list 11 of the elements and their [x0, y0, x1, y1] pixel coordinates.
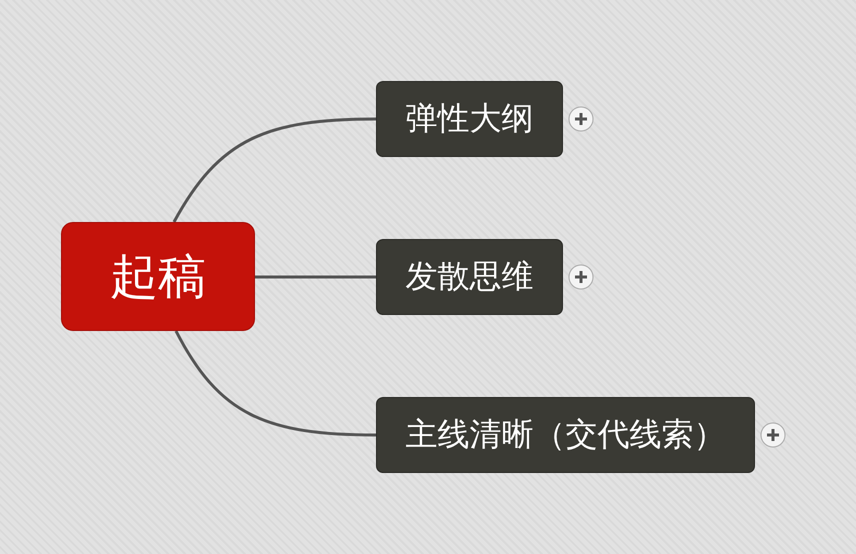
- topic-label: 弹性大纲: [406, 98, 534, 139]
- topic-label: 发散思维: [406, 256, 534, 297]
- topic-box: [376, 397, 755, 473]
- topic-box: [376, 81, 563, 157]
- topic-box: [376, 239, 563, 315]
- branch-line: [255, 276, 376, 278]
- branch-line: [172, 118, 376, 223]
- topic-label: 起稿: [110, 248, 206, 306]
- branch-line: [174, 330, 376, 436]
- topic-label: 主线清晰（交代线索）: [406, 414, 726, 455]
- central-topic-box: [61, 222, 255, 331]
